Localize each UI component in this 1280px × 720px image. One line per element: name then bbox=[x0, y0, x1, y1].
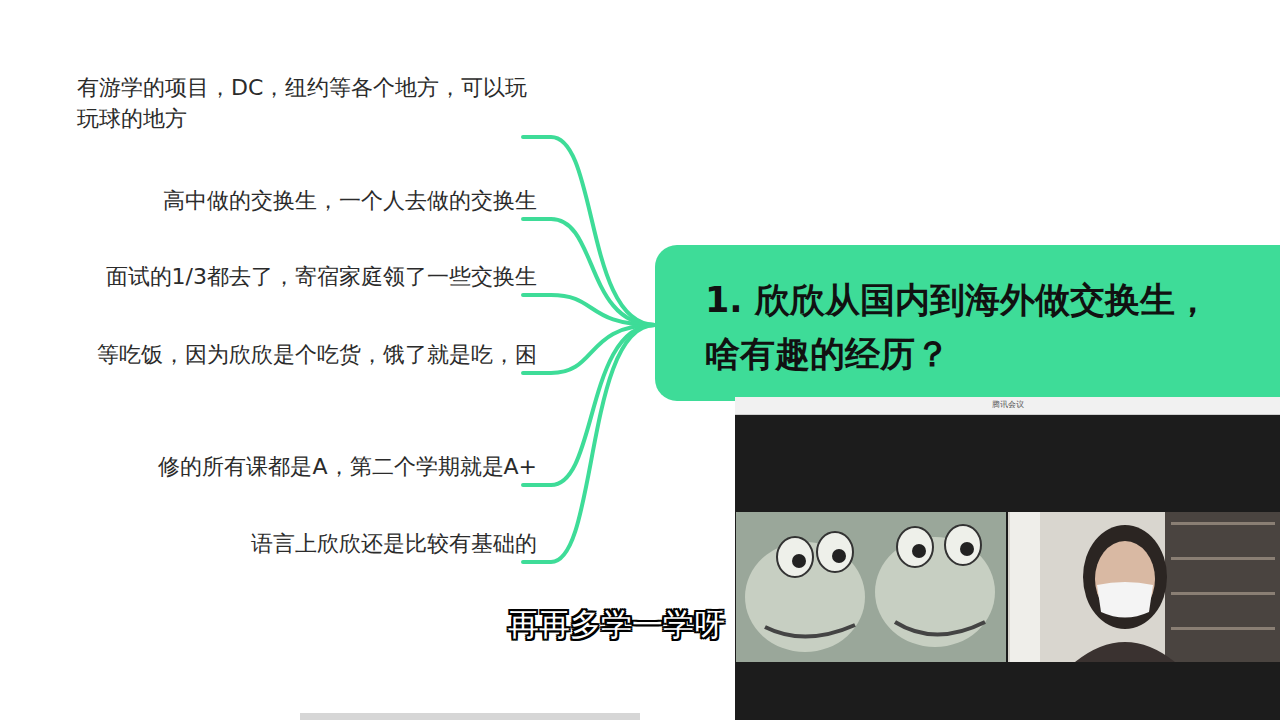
branch-topic: 修的所有课都是A，第二个学期就是A+ bbox=[158, 451, 537, 486]
branch-topic: 有游学的项目，DC，纽约等各个地方，可以玩玩球的地方 bbox=[77, 72, 537, 138]
subtitle: 再再多学一学呀 bbox=[508, 604, 725, 644]
topic-title: 1. 欣欣从国内到海外做交换生， 啥有趣的经历？ bbox=[705, 273, 1250, 381]
root-topic-box: 1. 欣欣从国内到海外做交换生， 啥有趣的经历？ bbox=[655, 245, 1280, 401]
branch-line bbox=[523, 137, 655, 325]
video-call-window: 腾讯会议 bbox=[735, 397, 1280, 720]
topic-text: 等吃饭，因为欣欣是个吃货，饿了就是吃，困 bbox=[97, 339, 537, 370]
branch-line bbox=[523, 219, 655, 325]
branch-topic: 面试的1/3都去了，寄宿家庭领了一些交换生 bbox=[106, 261, 537, 296]
topic-text: 语言上欣欣还是比较有基础的 bbox=[251, 528, 537, 559]
topic-text: 面试的1/3都去了，寄宿家庭领了一些交换生 bbox=[106, 261, 537, 292]
branch-topic: 高中做的交换生，一个人去做的交换生 bbox=[163, 185, 537, 220]
window-title: 腾讯会议 bbox=[735, 400, 1280, 410]
branch-topic: 等吃饭，因为欣欣是个吃货，饿了就是吃，困 bbox=[97, 339, 537, 374]
branch-line bbox=[523, 325, 655, 562]
video-illustration bbox=[735, 397, 1280, 720]
topic-text: 有游学的项目，DC，纽约等各个地方，可以玩玩球的地方 bbox=[77, 72, 537, 134]
branch-line bbox=[523, 325, 655, 485]
branch-topic: 语言上欣欣还是比较有基础的 bbox=[251, 528, 537, 563]
topic-text: 高中做的交换生，一个人去做的交换生 bbox=[163, 185, 537, 216]
scrollbar bbox=[300, 713, 640, 720]
branch-line bbox=[523, 295, 655, 325]
topic-text: 修的所有课都是A，第二个学期就是A+ bbox=[158, 451, 537, 482]
